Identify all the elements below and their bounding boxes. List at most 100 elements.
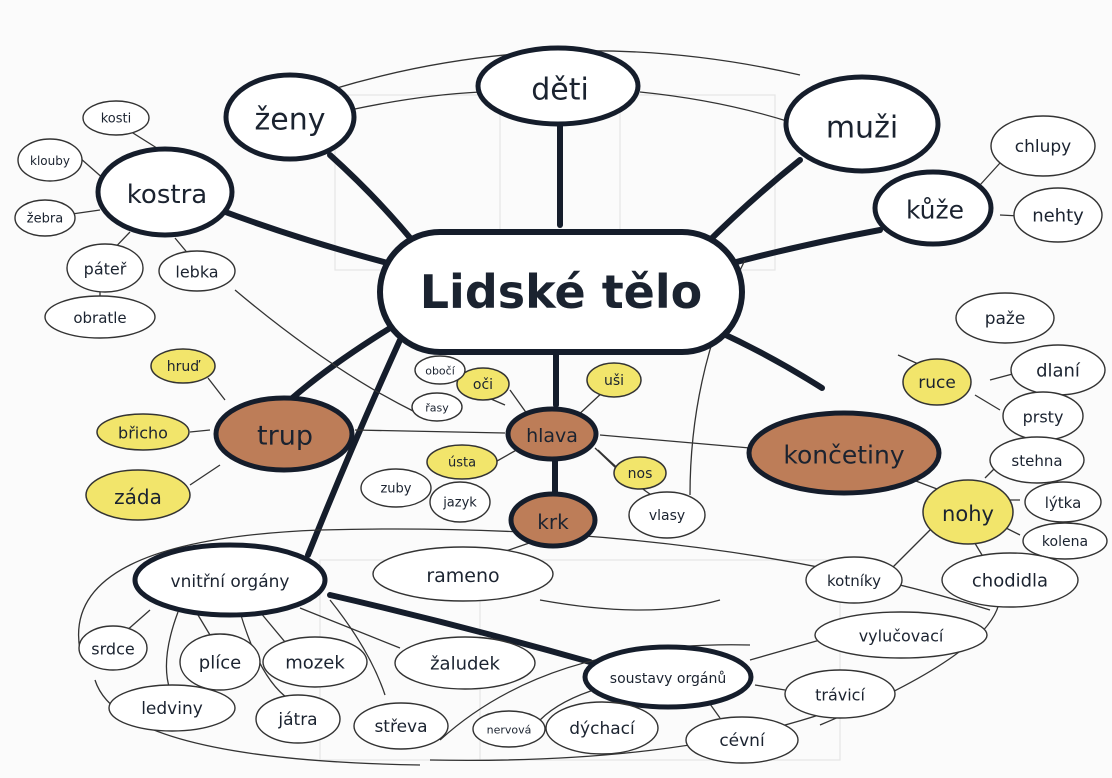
node-lebka: lebka: [175, 263, 218, 282]
node-nehty: nehty: [1032, 206, 1084, 227]
node-kuze: kůže: [906, 196, 964, 225]
node-mozek: mozek: [285, 653, 345, 674]
node-paze-shape: [955, 292, 1055, 344]
node-koncetiny-shape: [746, 410, 942, 496]
node-obratle-shape: [44, 295, 156, 339]
node-rameno-shape: [372, 546, 554, 602]
node-kostra-shape: [95, 146, 235, 238]
node-kosti: kosti: [101, 112, 132, 127]
labels: Lidské tělo ženy děti muži kostra kůže t…: [27, 73, 1088, 752]
node-hrud: hruď: [167, 359, 202, 375]
node-bricho: břicho: [118, 424, 168, 443]
node-chodidla-shape: [941, 552, 1079, 608]
node-ruce: ruce: [918, 373, 956, 393]
node-srdce: srdce: [91, 640, 134, 659]
main-branches: [217, 117, 883, 665]
node-vylucovaci-shape: [814, 611, 988, 659]
node-muzi: muži: [826, 111, 898, 146]
node-oboci: obočí: [425, 365, 455, 378]
node-nervova-shape: [472, 710, 546, 748]
node-rasy-shape: [411, 392, 463, 422]
node-dlan: dlaní: [1036, 361, 1081, 382]
node-paze: paže: [985, 309, 1026, 329]
node-zuby-shape: [360, 468, 432, 508]
node-nohy: nohy: [942, 502, 994, 526]
node-chlupy-shape: [990, 115, 1096, 177]
node-zada: záda: [114, 485, 162, 509]
center-oval: [377, 229, 745, 355]
node-hlava-shape: [505, 406, 599, 462]
node-rameno: rameno: [426, 565, 499, 587]
node-ledviny: ledviny: [141, 699, 203, 719]
node-zeny: ženy: [255, 103, 326, 138]
node-usta-shape: [426, 444, 498, 480]
node-pater-shape: [66, 243, 144, 293]
node-stehna: stehna: [1011, 452, 1062, 470]
node-nehty-shape: [1013, 187, 1103, 243]
node-usi: uši: [604, 373, 624, 389]
node-ruce-shape: [902, 358, 972, 406]
node-koncetiny: končetiny: [783, 441, 904, 470]
node-oboci-shape: [414, 355, 466, 385]
node-usi-shape: [586, 362, 642, 398]
node-streva: střeva: [374, 717, 427, 737]
node-klouby-shape: [17, 138, 83, 182]
node-bricho-shape: [96, 413, 190, 451]
center-label: Lidské tělo: [420, 265, 703, 319]
node-hlava: hlava: [526, 425, 578, 447]
secondary-ovals: [14, 100, 1108, 764]
node-deti: děti: [531, 73, 589, 108]
node-prsty: prsty: [1023, 408, 1064, 427]
node-krk-shape: [508, 491, 598, 549]
node-zebra-shape: [14, 199, 76, 237]
node-kolena: kolena: [1042, 534, 1088, 550]
node-hrud-shape: [150, 348, 216, 384]
node-pater: páteř: [84, 260, 127, 279]
node-mozek-shape: [262, 636, 368, 688]
node-vnitrni: vnitřní orgány: [171, 572, 290, 592]
node-lytka-shape: [1024, 481, 1102, 523]
node-travici-shape: [784, 669, 896, 719]
node-streva-shape: [353, 702, 449, 750]
node-cevni: cévní: [719, 731, 766, 751]
node-kosti-shape: [82, 100, 150, 136]
node-rasy: řasy: [425, 402, 449, 415]
node-klouby: klouby: [30, 154, 70, 168]
node-lytka: lýtka: [1045, 494, 1082, 512]
node-srdce-shape: [78, 625, 148, 671]
node-nos: nos: [628, 466, 653, 482]
node-oci: oči: [473, 377, 493, 393]
node-plice-shape: [179, 633, 261, 691]
highlights: [85, 348, 1014, 549]
node-kuze-shape: [872, 169, 994, 247]
node-zada-shape: [85, 469, 191, 521]
primary-ovals: [95, 45, 994, 710]
node-cevni-shape: [685, 716, 799, 764]
node-vylucovaci: vylučovací: [859, 627, 944, 646]
node-kotniky: kotníky: [827, 572, 881, 590]
node-kostra: kostra: [127, 180, 207, 210]
node-travici: trávicí: [815, 686, 865, 705]
node-jatra: játra: [277, 710, 317, 730]
node-deti-shape: [475, 45, 641, 127]
node-trup: trup: [257, 421, 313, 452]
node-muzi-shape: [783, 74, 941, 174]
node-kolena-shape: [1022, 522, 1108, 560]
node-zebra: žebra: [27, 212, 63, 227]
node-nervova: nervová: [487, 724, 532, 737]
node-plice: plíce: [199, 653, 241, 674]
node-oci-shape: [456, 367, 510, 401]
node-zaludek-shape: [394, 636, 536, 690]
node-trup-shape: [213, 395, 355, 473]
node-lebka-shape: [158, 250, 236, 292]
node-zuby: zuby: [380, 482, 411, 497]
node-zeny-shape: [223, 72, 357, 162]
node-nohy-shape: [922, 479, 1014, 545]
node-ledviny-shape: [108, 684, 236, 732]
node-dychaci: dýchací: [569, 719, 636, 739]
node-krk: krk: [537, 510, 569, 534]
node-chodidla: chodidla: [972, 571, 1048, 592]
node-kotniky-shape: [805, 556, 903, 604]
node-obratle: obratle: [73, 309, 126, 327]
